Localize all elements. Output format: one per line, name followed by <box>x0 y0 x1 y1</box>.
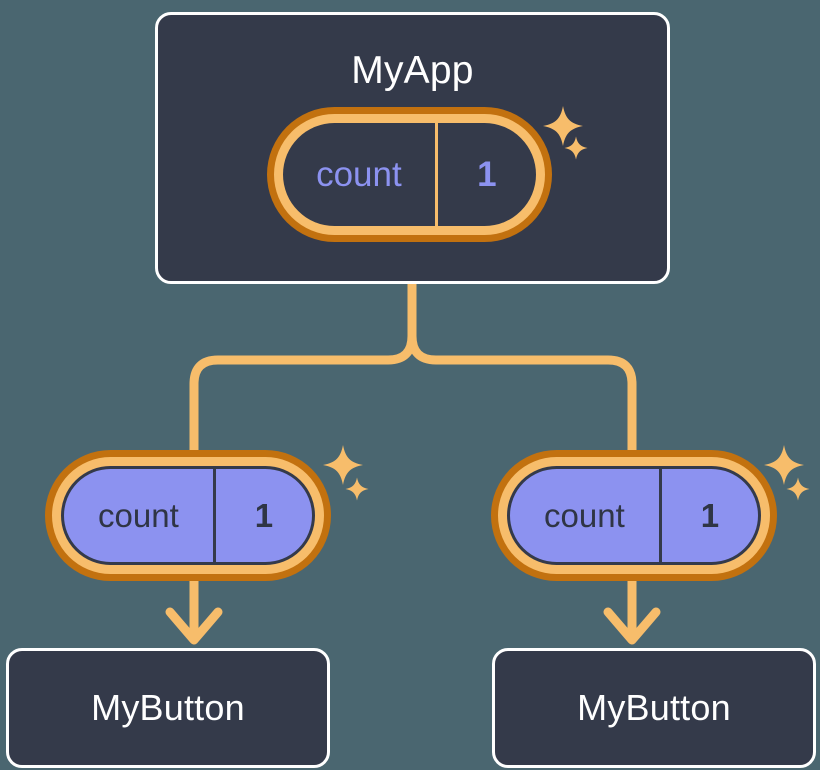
component-title-myapp: MyApp <box>351 49 474 92</box>
state-pill-value-myapp: 1 <box>434 123 536 226</box>
state-pill-key-child-left: count <box>98 496 179 534</box>
state-pill-body-myapp: count 1 <box>283 123 536 226</box>
component-title-mybutton-right: MyButton <box>577 687 731 728</box>
arrow-right-pill-to-button <box>603 578 661 645</box>
state-pill-key-myapp: count <box>316 154 402 194</box>
state-pill-child-right[interactable]: count 1 <box>491 450 777 581</box>
component-card-mybutton-left[interactable]: MyButton <box>6 648 330 768</box>
state-pill-child-left[interactable]: count 1 <box>45 450 331 581</box>
connector-root-to-right <box>407 279 637 457</box>
state-pill-value-child-right: 1 <box>658 469 758 562</box>
state-pill-myapp[interactable]: count 1 <box>267 107 552 242</box>
state-pill-body-child-left: count 1 <box>61 466 315 565</box>
component-card-mybutton-right[interactable]: MyButton <box>492 648 816 768</box>
arrow-left-pill-to-button <box>165 578 223 645</box>
connector-root-to-left <box>189 279 417 457</box>
state-pill-ring-myapp: count 1 <box>274 114 545 235</box>
state-pill-body-child-right: count 1 <box>507 466 761 565</box>
state-pill-value-child-left: 1 <box>212 469 312 562</box>
component-title-mybutton-left: MyButton <box>91 687 245 728</box>
state-pill-key-child-right: count <box>544 496 625 534</box>
state-pill-ring-child-left: count 1 <box>52 457 324 574</box>
state-pill-ring-child-right: count 1 <box>498 457 770 574</box>
